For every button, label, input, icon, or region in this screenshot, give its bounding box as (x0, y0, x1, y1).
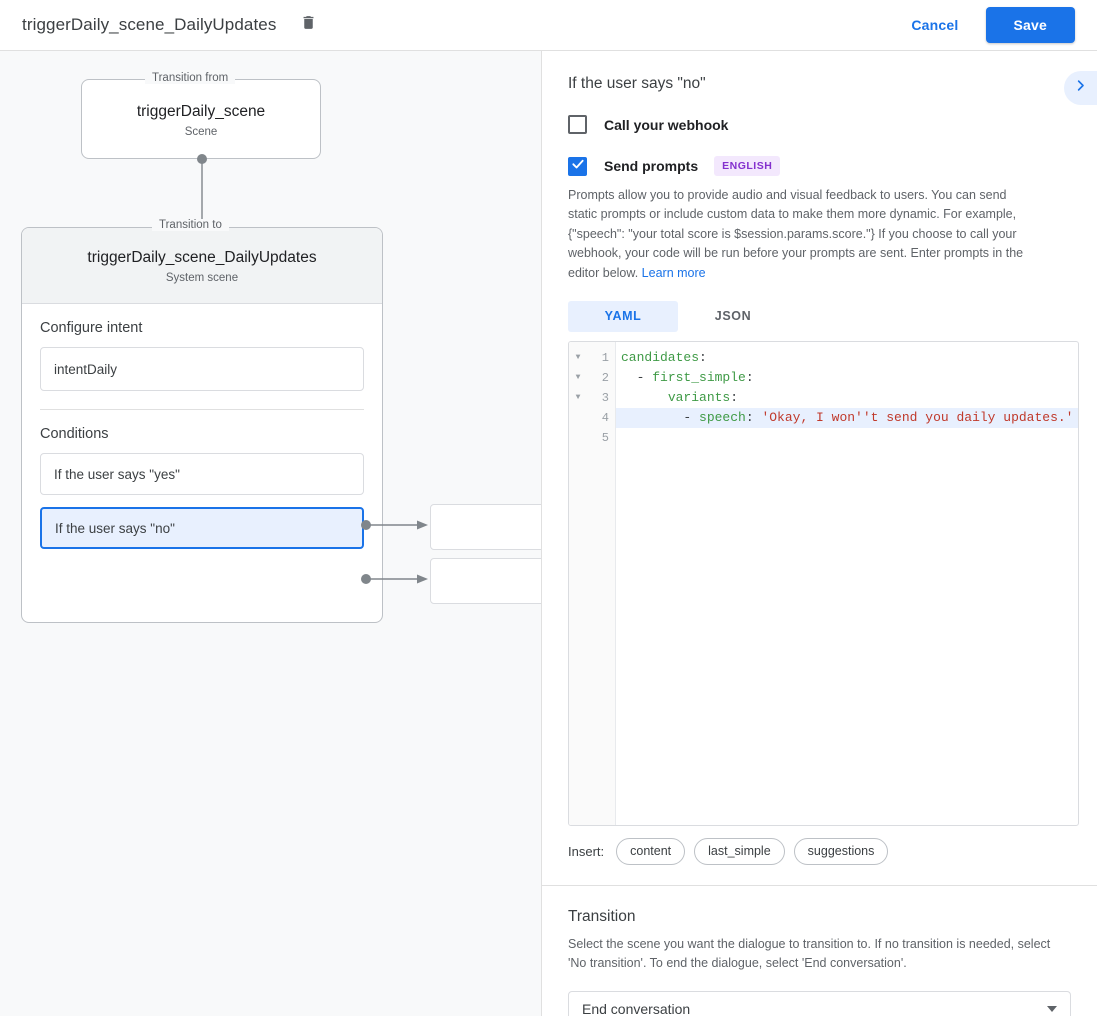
insert-row: Insert: content last_simple suggestions (542, 837, 1097, 865)
transition-to-legend: Transition to (152, 219, 229, 231)
editor-line-number: 5 (569, 428, 615, 448)
transition-from-subtitle: Scene (184, 126, 218, 138)
transition-from-node[interactable]: Transition from triggerDaily_scene Scene (81, 72, 321, 159)
tab-json[interactable]: JSON (714, 309, 752, 324)
editor-code-line[interactable]: variants: (616, 388, 1078, 408)
conditions-label: Conditions (40, 426, 109, 442)
trash-icon (300, 14, 317, 36)
chevron-right-icon (1073, 78, 1088, 98)
code-token: : (745, 410, 762, 426)
editor-code-line[interactable] (616, 428, 1078, 448)
transition-to-node[interactable]: triggerDaily_scene_DailyUpdates System s… (21, 227, 383, 623)
editor-line-number: ▼3 (569, 388, 615, 408)
conditions-section: Conditions If the user says "yes" If the… (22, 410, 382, 549)
top-app-bar: triggerDaily_scene_DailyUpdates Cancel S… (0, 0, 1097, 51)
transition-to-subtitle: System scene (165, 272, 239, 284)
line-number-label: 4 (601, 410, 609, 425)
delete-button[interactable] (293, 10, 323, 40)
editor-line-number: 4 (569, 408, 615, 428)
transition-title: Transition (568, 907, 636, 925)
language-badge: ENGLISH (714, 156, 781, 176)
editor-code-line[interactable]: - first_simple: (616, 368, 1078, 388)
editor-code-line[interactable]: - speech: 'Okay, I won''t send you daily… (616, 407, 1078, 428)
fold-triangle-icon[interactable]: ▼ (575, 373, 581, 383)
page-title: triggerDaily_scene_DailyUpdates (22, 15, 277, 34)
editor-code-area[interactable]: candidates: - first_simple: variants: - … (616, 342, 1078, 825)
fold-triangle-icon[interactable]: ▼ (575, 393, 581, 403)
transition-select-value: End conversation (582, 1000, 691, 1016)
configure-intent-label: Configure intent (40, 320, 143, 336)
code-token (621, 390, 668, 405)
code-token: : (699, 350, 707, 366)
call-webhook-row[interactable]: Call your webhook (542, 115, 1097, 134)
code-token: : (730, 390, 739, 406)
editor-code-line[interactable]: candidates: (616, 348, 1078, 368)
condition-details-panel: If the user says "no" Call your webhook (541, 51, 1097, 1016)
tab-yaml[interactable]: YAML (568, 300, 678, 332)
insert-chip-content[interactable]: content (616, 837, 686, 865)
panel-header: If the user says "no" (542, 51, 1097, 105)
send-prompts-description: Prompts allow you to provide audio and v… (542, 186, 1062, 283)
scene-graph-canvas[interactable]: Transition from triggerDaily_scene Scene… (0, 51, 541, 1016)
send-prompts-label: Send prompts (604, 158, 699, 174)
transition-section: Transition Select the scene you want the… (542, 886, 1097, 1016)
code-token: first_simple (652, 370, 746, 386)
check-icon (571, 157, 585, 176)
send-prompts-row[interactable]: Send prompts ENGLISH (542, 156, 1097, 176)
code-token: - (621, 410, 700, 426)
chevron-down-icon (1047, 1005, 1057, 1012)
transition-from-legend: Transition from (145, 72, 236, 84)
condition-item-no[interactable]: If the user says "no" (40, 507, 364, 549)
code-token: 'Okay, I won''t send you daily updates.' (761, 410, 1074, 426)
send-prompts-checkbox[interactable] (568, 156, 587, 176)
line-number-label: 5 (601, 430, 609, 445)
code-token: : (745, 370, 754, 386)
panel-title: If the user says "no" (568, 75, 706, 92)
insert-chip-suggestions[interactable]: suggestions (793, 837, 889, 865)
code-token: - (621, 370, 653, 386)
condition-edges (355, 451, 541, 611)
format-tabs: YAML JSON (542, 300, 1097, 332)
transition-to-title: triggerDaily_scene_DailyUpdates (87, 249, 317, 266)
transition-description: Select the scene you want the dialogue t… (568, 936, 1051, 971)
insert-label: Insert: (568, 843, 605, 859)
section-divider (40, 409, 364, 410)
cancel-button[interactable]: Cancel (897, 8, 972, 42)
panel-divider (542, 884, 1097, 886)
code-token: variants (667, 390, 731, 406)
transition-from-title: triggerDaily_scene (136, 103, 266, 120)
send-prompts-description-text: Prompts allow you to provide audio and v… (568, 188, 1024, 280)
line-number-label: 2 (601, 370, 609, 385)
code-token: speech (699, 410, 746, 426)
configure-intent-section: Configure intent intentDaily (22, 304, 382, 410)
editor-line-number: ▼2 (569, 368, 615, 388)
save-button[interactable]: Save (985, 7, 1075, 43)
learn-more-link[interactable]: Learn more (641, 265, 706, 280)
line-number-label: 1 (601, 350, 609, 365)
editor-line-number: ▼1 (569, 348, 615, 368)
fold-triangle-icon[interactable]: ▼ (575, 353, 581, 363)
transition-select[interactable]: End conversation (568, 990, 1071, 1016)
condition-target-box-yes[interactable] (430, 504, 541, 550)
call-webhook-label: Call your webhook (604, 116, 729, 133)
condition-target-box-no[interactable] (430, 558, 541, 604)
transition-to-header: triggerDaily_scene_DailyUpdates System s… (22, 228, 382, 304)
line-number-label: 3 (601, 390, 609, 405)
expand-panel-button[interactable] (1064, 71, 1097, 105)
insert-chip-last-simple[interactable]: last_simple (694, 837, 785, 865)
call-webhook-checkbox[interactable] (568, 115, 587, 134)
condition-item-yes[interactable]: If the user says "yes" (40, 453, 364, 495)
code-token: candidates (621, 350, 700, 366)
intent-field[interactable]: intentDaily (40, 347, 364, 391)
